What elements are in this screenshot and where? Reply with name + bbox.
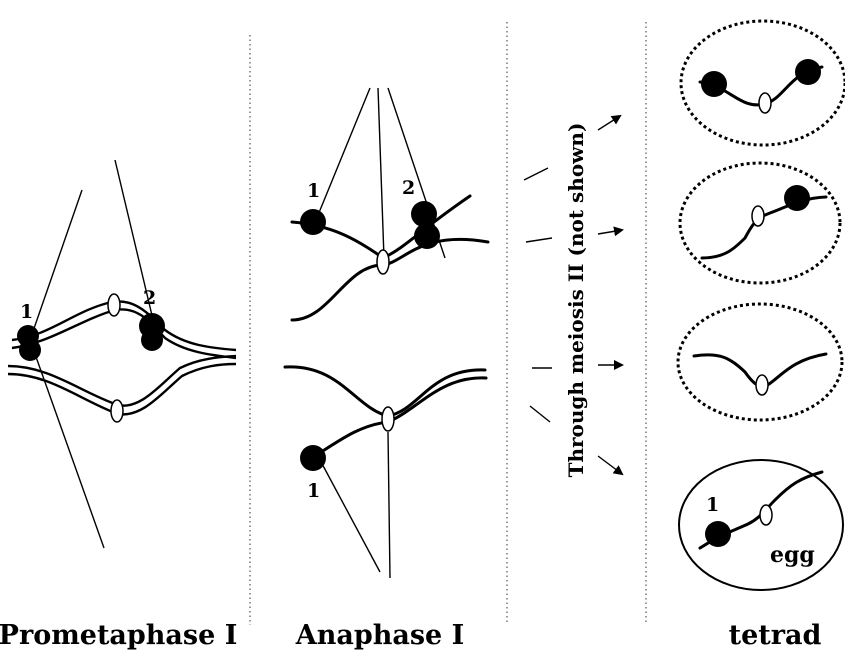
centromere <box>108 294 120 316</box>
marker-dot <box>701 71 727 97</box>
centromere <box>760 505 772 525</box>
marker-dot <box>300 209 326 235</box>
centromere <box>377 250 389 274</box>
arrow-tail <box>530 406 550 422</box>
marker-dot <box>300 445 326 471</box>
marker-dot <box>705 521 731 547</box>
marker-dot <box>795 59 821 85</box>
chromosome <box>702 197 826 258</box>
chromosome-arm <box>292 239 488 320</box>
centromere <box>111 400 123 422</box>
spindle-fiber <box>378 88 384 258</box>
meiosis-ii-note: Through meiosis II (not shown) <box>564 123 588 478</box>
spindle-fiber <box>316 88 370 220</box>
marker-label-2: 2 <box>143 287 156 309</box>
polar-body-3 <box>678 304 842 420</box>
stage-label-prometaphase: Prometaphase I <box>0 620 237 651</box>
centromere <box>756 375 768 395</box>
arrow <box>598 456 622 474</box>
egg-cell <box>679 460 843 590</box>
tetrad-panel: 1 egg <box>678 21 845 590</box>
marker-label-1-bottom: 1 <box>307 480 320 502</box>
arrow-tail <box>524 168 548 180</box>
centromere <box>382 407 394 431</box>
chromatid <box>12 309 236 358</box>
chromosome-arm <box>312 378 486 458</box>
marker-dot <box>411 201 437 227</box>
marker-dot <box>19 339 41 361</box>
egg-label: egg <box>770 542 815 568</box>
centromere <box>759 93 771 113</box>
arrow-tail <box>526 238 552 242</box>
arrows-group: Through meiosis II (not shown) <box>524 116 622 477</box>
arrow <box>598 230 622 234</box>
marker-dot <box>141 329 163 351</box>
spindle-fiber <box>320 460 380 572</box>
centromere <box>752 206 764 226</box>
stage-label-tetrad: tetrad <box>729 620 822 651</box>
marker-label-1-egg: 1 <box>706 494 719 516</box>
prometaphase-panel: 1 2 <box>8 160 236 548</box>
marker-label-1: 1 <box>20 301 33 323</box>
marker-label-1-top: 1 <box>307 180 320 202</box>
marker-dot <box>784 185 810 211</box>
spindle-fiber <box>388 432 390 578</box>
marker-label-2-top: 2 <box>402 177 415 199</box>
arrow <box>598 116 620 130</box>
marker-dot <box>414 223 440 249</box>
stage-label-anaphase: Anaphase I <box>295 620 465 651</box>
anaphase-panel: 1 2 1 <box>285 88 488 578</box>
